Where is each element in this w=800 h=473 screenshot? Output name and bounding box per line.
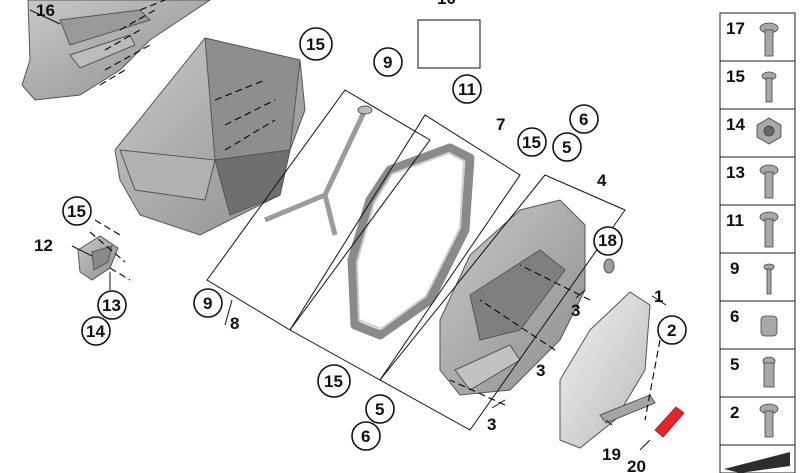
bracket-part-12 — [77, 235, 119, 281]
frame-part-8 — [264, 105, 373, 236]
fastener-sidebar — [719, 12, 796, 473]
case-body — [114, 37, 306, 236]
lid-part-4 — [439, 199, 586, 396]
leader-lines — [29, 0, 667, 451]
plug-part-18 — [603, 258, 615, 274]
circled-callouts — [62, 27, 687, 451]
shell-part-1 — [559, 291, 651, 449]
bracket-part-16 — [21, 0, 211, 101]
strip-part-19 — [599, 394, 656, 424]
strip-part-20 — [654, 406, 685, 438]
seal-part-7 — [347, 143, 475, 340]
